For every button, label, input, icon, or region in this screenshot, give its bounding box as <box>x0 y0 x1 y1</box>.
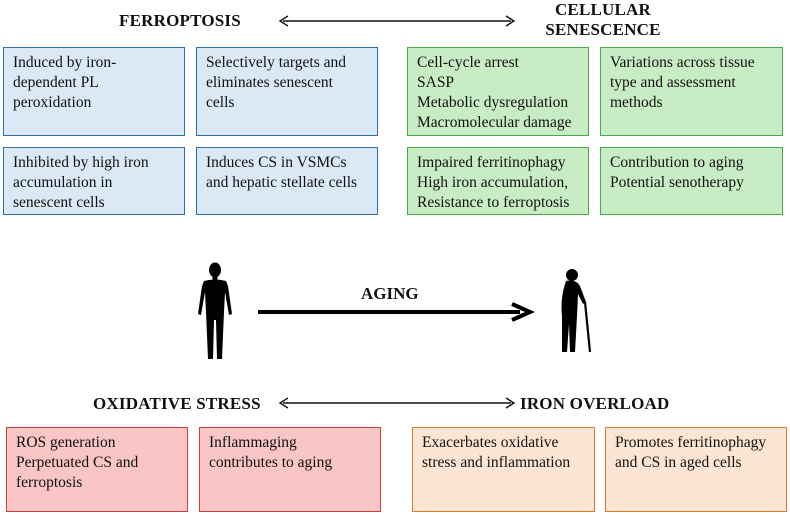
box-line: senescent cells <box>13 194 105 211</box>
box-line: type and assessment <box>610 74 736 91</box>
box-line: and hepatic stellate cells <box>206 174 358 191</box>
oxidative-box-1: ROS generation Perpetuated CS and ferrop… <box>6 427 188 512</box>
box-line: peroxidation <box>13 94 92 111</box>
box-line: and CS in aged cells <box>615 454 742 471</box>
oxidative-stress-header: OXIDATIVE STRESS <box>93 394 261 413</box>
standing-person-icon <box>198 262 232 359</box>
senescence-box-2: Variations across tissue type and assess… <box>600 47 783 136</box>
box-line: ROS generation <box>16 434 116 451</box>
ferroptosis-box-3: Inhibited by high iron accumulation in s… <box>3 147 185 215</box>
box-line: methods <box>610 94 663 111</box>
box-line: Perpetuated CS and <box>16 454 139 471</box>
box-line: Metabolic dysregulation <box>417 94 569 111</box>
senescence-header-line1: CELLULAR <box>554 0 652 19</box>
box-line: Inhibited by high iron <box>13 154 149 171</box>
box-line: eliminates senescent <box>206 74 333 91</box>
iron-box-1: Exacerbates oxidative stress and inflamm… <box>412 427 595 512</box>
box-line: High iron accumulation, <box>417 174 569 191</box>
elderly-person-with-cane-icon <box>561 269 592 353</box>
senescence-header-line2: SENESCENCE <box>545 20 661 39</box>
aging-label: AGING <box>361 284 419 303</box>
ferroptosis-box-2: Selectively targets and eliminates senes… <box>196 47 378 136</box>
aging-arrow <box>258 302 535 322</box>
box-line: Impaired ferritinophagy <box>417 154 566 171</box>
ferroptosis-box-1: Induced by iron- dependent PL peroxidati… <box>3 47 185 136</box>
double-arrow-bottom <box>278 397 516 409</box>
senescence-box-4: Contribution to aging Potential senother… <box>600 147 783 215</box>
box-line: Macromolecular damage <box>417 114 572 131</box>
box-line: Potential senotherapy <box>610 174 744 191</box>
box-line: Inflammaging <box>209 434 297 451</box>
box-line: cells <box>206 94 235 111</box>
box-line: Induces CS in VSMCs <box>206 154 347 171</box>
double-arrow-top <box>278 15 516 27</box>
box-line: Selectively targets and <box>206 54 347 71</box>
box-line: Exacerbates oxidative <box>422 434 559 451</box>
box-line: dependent PL <box>13 74 99 91</box>
box-line: Variations across tissue <box>610 54 755 71</box>
cellular-senescence-header: CELLULAR SENESCENCE <box>538 0 668 40</box>
box-line: Cell-cycle arrest <box>417 54 519 71</box>
ferroptosis-box-4: Induces CS in VSMCs and hepatic stellate… <box>196 147 378 215</box>
ferroptosis-header: FERROPTOSIS <box>119 11 241 30</box>
box-line: Contribution to aging <box>610 154 744 171</box>
box-line: accumulation in <box>13 174 113 191</box>
box-line: ferroptosis <box>16 474 83 491</box>
oxidative-box-2: Inflammaging contributes to aging <box>199 427 381 512</box>
iron-overload-header: IRON OVERLOAD <box>520 394 670 413</box>
box-line: Resistance to ferroptosis <box>417 194 570 211</box>
box-line: Induced by iron- <box>13 54 117 71</box>
box-line: stress and inflammation <box>422 454 571 471</box>
iron-box-2: Promotes ferritinophagy and CS in aged c… <box>605 427 787 512</box>
box-line: Promotes ferritinophagy <box>615 434 767 451</box>
box-line: contributes to aging <box>209 454 333 471</box>
box-line: SASP <box>417 74 455 91</box>
senescence-box-1: Cell-cycle arrest SASP Metabolic dysregu… <box>407 47 589 136</box>
senescence-box-3: Impaired ferritinophagy High iron accumu… <box>407 147 589 215</box>
